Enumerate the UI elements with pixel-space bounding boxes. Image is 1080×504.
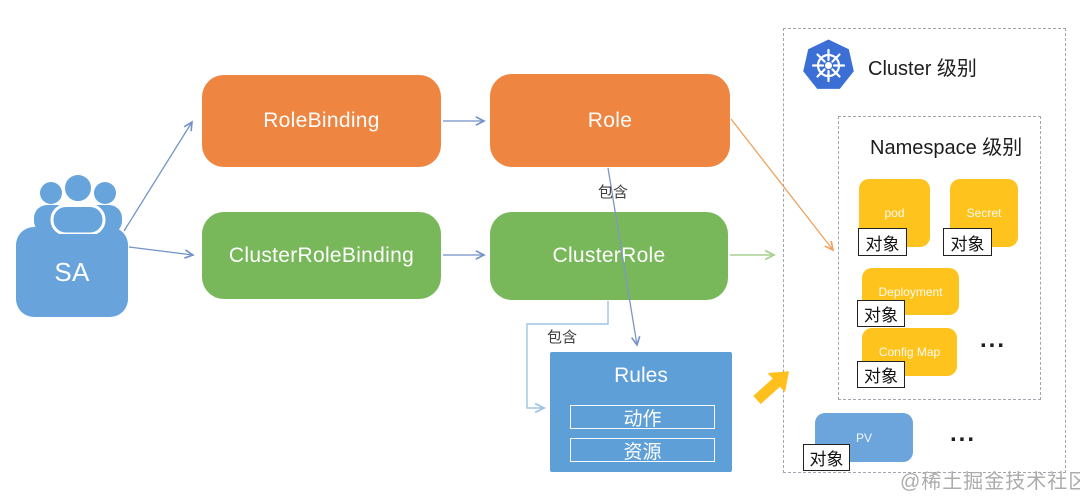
- node-clusterrole-label: ClusterRole: [552, 244, 666, 267]
- rules-resource-label: 资源: [623, 441, 662, 463]
- configmap-label: Config Map: [878, 345, 941, 359]
- kubernetes-logo-icon: [801, 38, 856, 93]
- node-sa: SA: [16, 227, 128, 317]
- arrow-sa-to-clusterrolebinding: [128, 246, 193, 255]
- node-sa-label: SA: [54, 256, 90, 287]
- deployment-label: Deployment: [878, 284, 943, 299]
- object-tag-deployment: 对象: [857, 300, 905, 327]
- rules-action-box: 动作: [570, 405, 715, 430]
- k8s-object-configmap: Config Map: [862, 328, 957, 376]
- rules-title: Rules: [614, 364, 668, 387]
- node-clusterrole: ClusterRole: [490, 212, 728, 300]
- node-role-label: Role: [587, 108, 633, 132]
- object-tag-pv: 对象: [803, 444, 850, 471]
- object-tag-pod: 对象: [858, 228, 907, 256]
- cluster-level-panel: [783, 28, 1066, 473]
- namespace-level-panel: [838, 116, 1041, 400]
- service-account-group-icon: [30, 172, 126, 236]
- arrow-sa-to-rolebinding: [123, 122, 192, 232]
- namespace-panel-title: Namespace 级别: [870, 137, 1023, 159]
- rules-action-label: 动作: [623, 408, 662, 430]
- rules-resource-box: 资源: [570, 438, 715, 463]
- pv-label: PV: [855, 430, 872, 445]
- object-tag-configmap: 对象: [857, 361, 905, 388]
- node-rolebinding-label: RoleBinding: [263, 109, 380, 132]
- pod-label: pod: [884, 206, 905, 220]
- node-rolebinding: RoleBinding: [202, 75, 441, 167]
- node-role: Role: [490, 74, 730, 167]
- edge-label-role-contains: 包含: [598, 184, 629, 201]
- node-clusterrolebinding: ClusterRoleBinding: [202, 212, 441, 299]
- object-tag-secret: 对象: [943, 228, 992, 256]
- cluster-more-ellipsis: ...: [950, 420, 977, 447]
- cluster-panel-title: Cluster 级别: [868, 58, 977, 80]
- node-clusterrolebinding-label: ClusterRoleBinding: [228, 243, 415, 267]
- watermark-text: @稀土掘金技术社区: [900, 471, 1080, 493]
- namespace-more-ellipsis: ...: [980, 326, 1007, 353]
- secret-label: Secret: [966, 206, 1002, 220]
- edge-label-clusterrole-contains: 包含: [547, 329, 578, 346]
- node-rules: Rules 动作 资源: [550, 352, 732, 472]
